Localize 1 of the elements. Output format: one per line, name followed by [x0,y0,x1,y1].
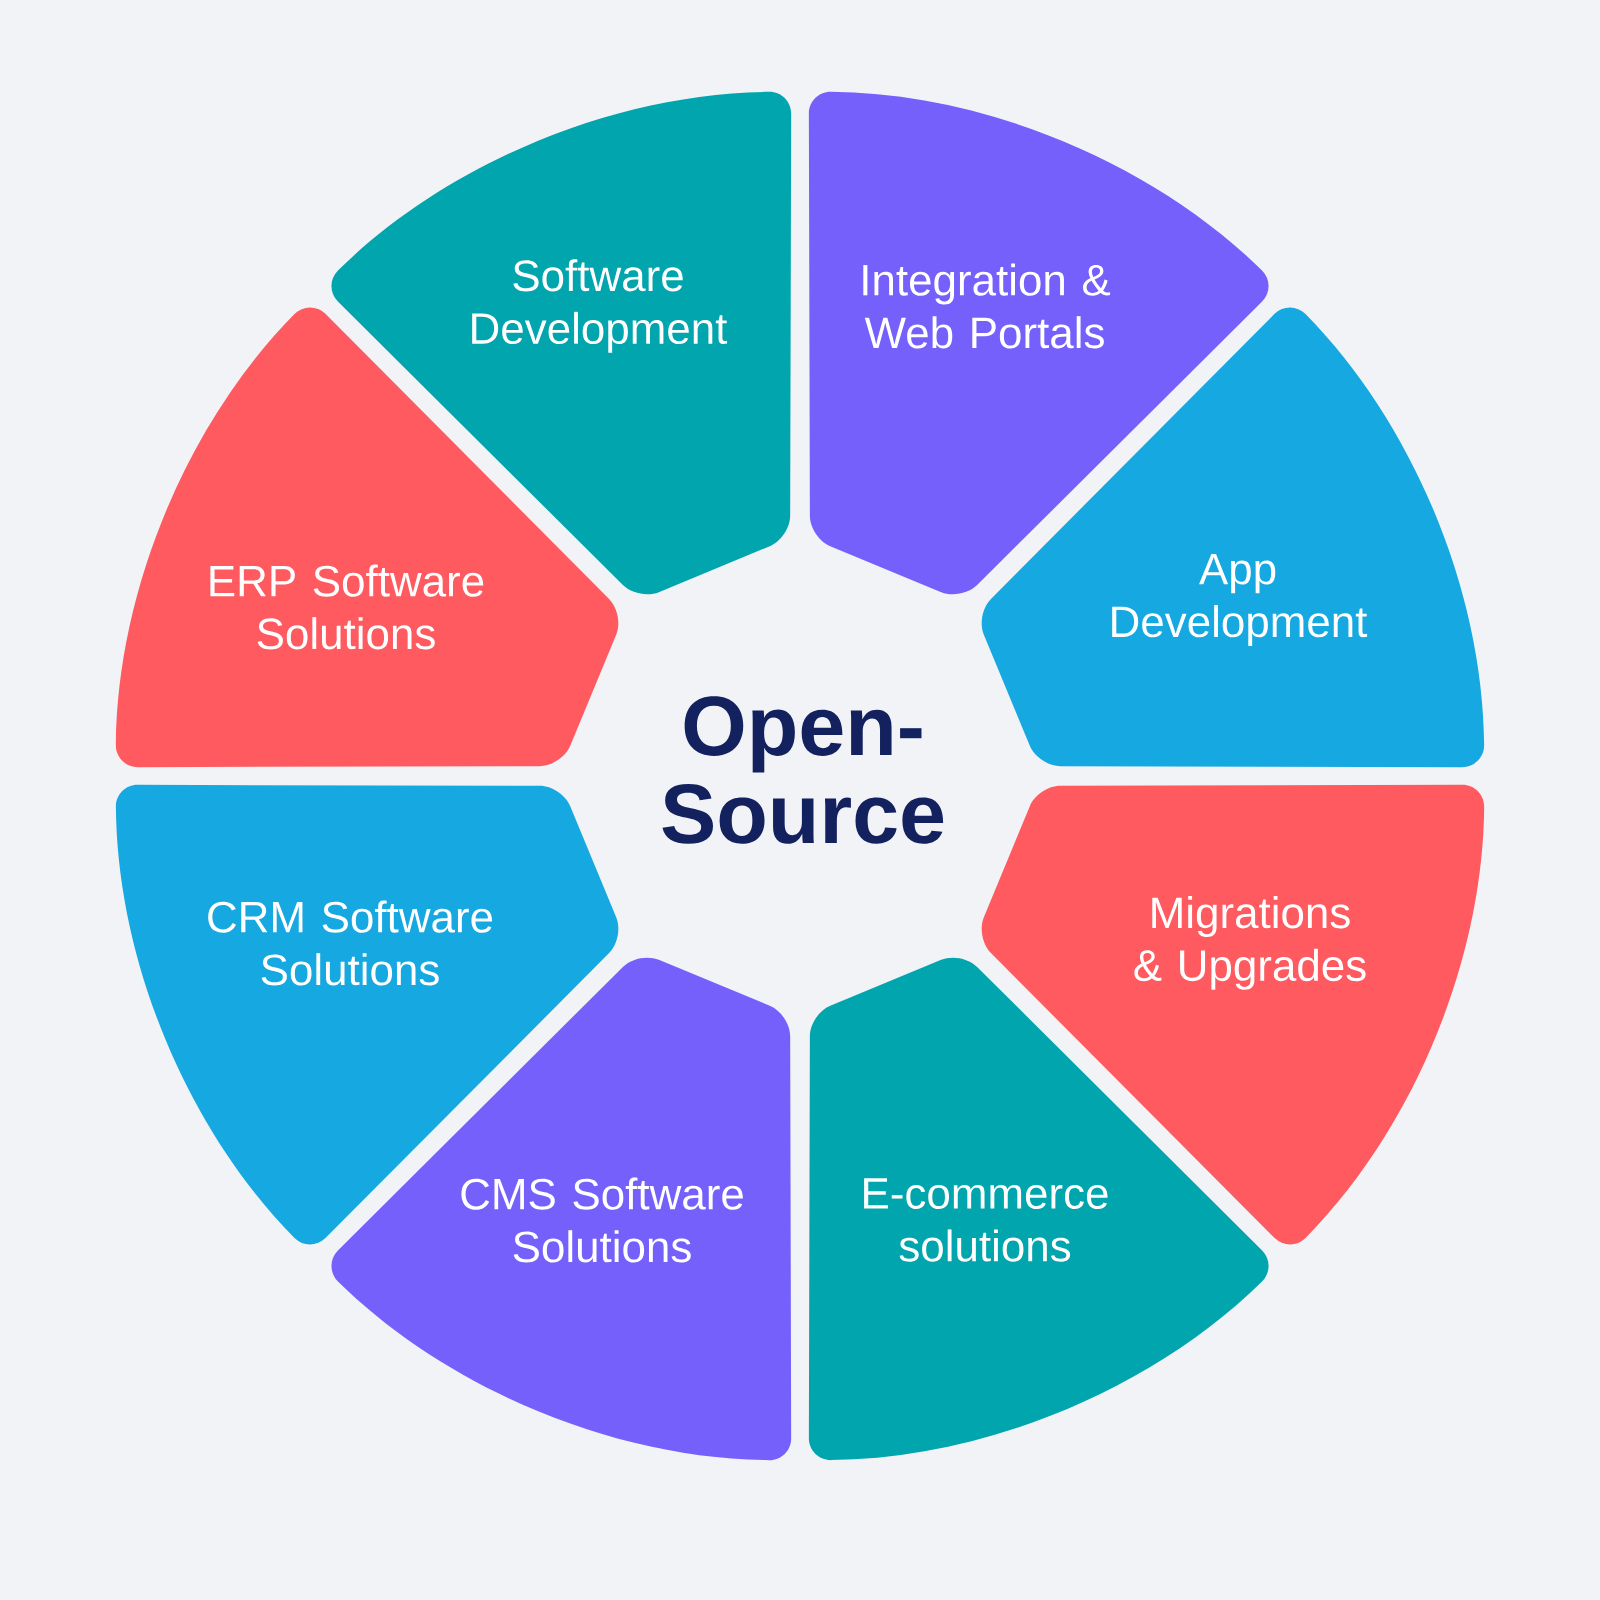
hub-label: Open-Source [662,696,944,844]
